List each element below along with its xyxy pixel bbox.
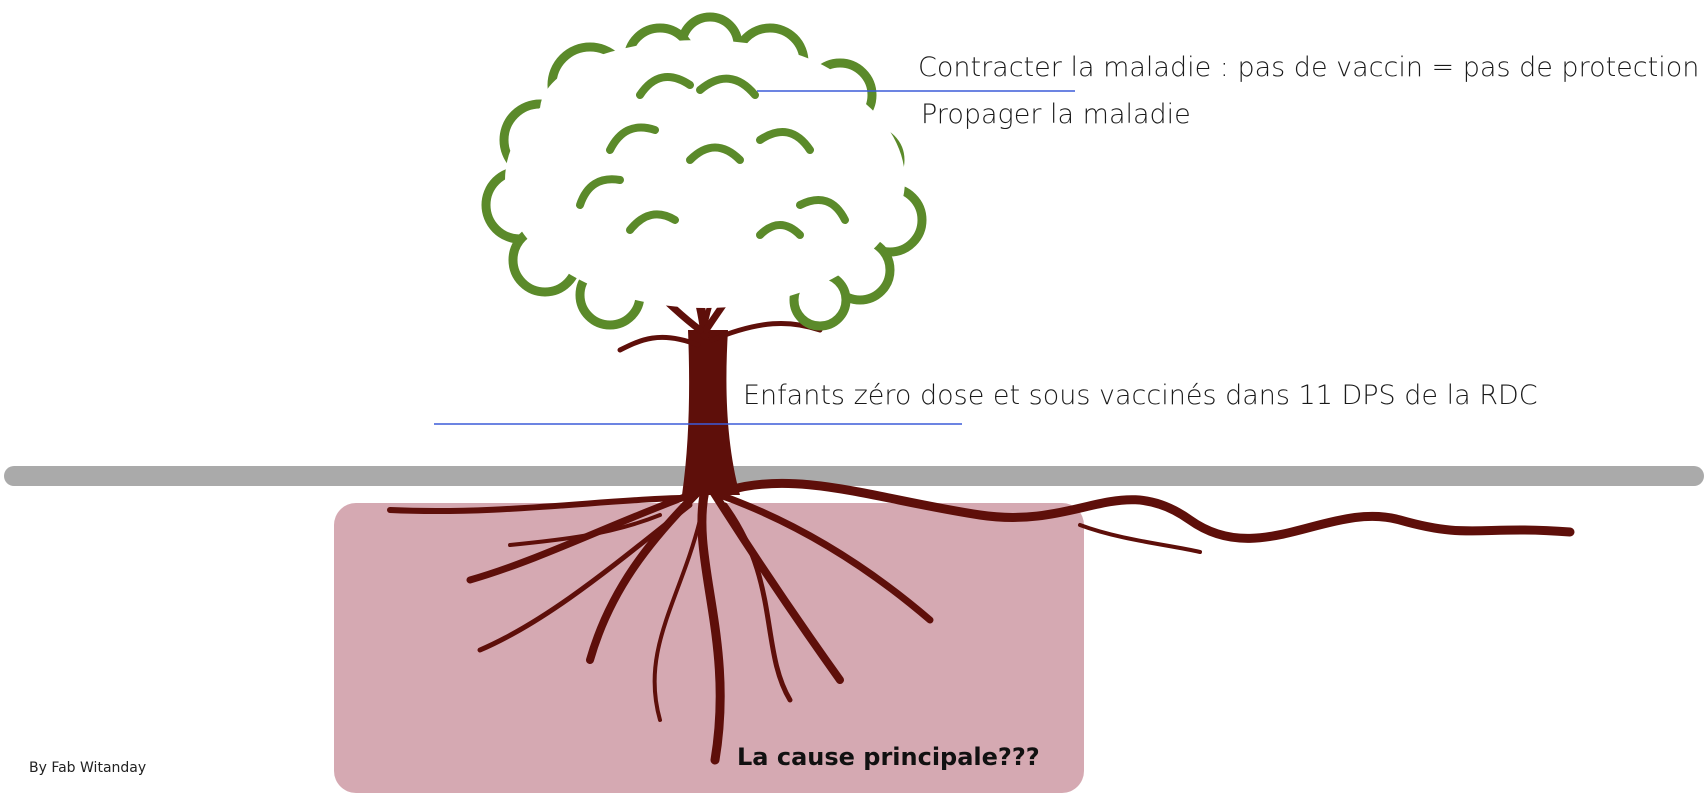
effect-label-contract: Contracter la maladie : pas de vaccin = … [918,52,1700,83]
author-credit: By Fab Witanday [29,760,147,776]
root-cause-label: La cause principale??? [737,743,1040,771]
foliage-inner-arcs [576,73,849,239]
effect-label-spread: Propager la maladie [921,99,1191,130]
core-problem-label: Enfants zéro dose et sous vaccinés dans … [743,380,1538,411]
root-cause-box [334,503,1084,793]
ground-line [4,466,1704,486]
roots [387,478,1575,765]
foliage-fill [505,40,905,308]
trunk [682,330,740,495]
